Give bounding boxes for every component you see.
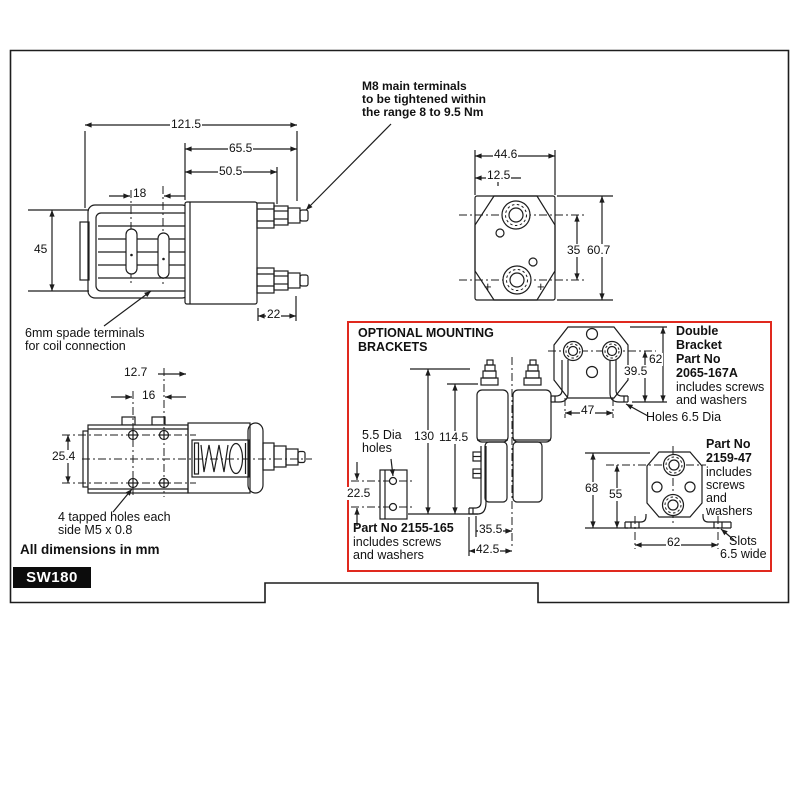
tapped-holes (127, 429, 170, 489)
spade-leader-arrow (103, 290, 152, 327)
bracket3-includes-line2: screws (706, 478, 745, 492)
m8-leader-arrow (305, 123, 392, 211)
dim-hole-gap: 16 (141, 388, 157, 402)
dim-assembly-outer-width: 42.5 (475, 542, 501, 556)
bracket-assembly-drawing (408, 357, 552, 556)
bracket3-slots-note-line1: Slots (729, 534, 757, 548)
double-holes-note: Holes 6.5 Dia (646, 410, 722, 424)
dim-double-width: 62 (648, 352, 664, 366)
bracket-2155-drawing (351, 458, 414, 526)
double-bracket-name-line2: Bracket (676, 338, 722, 352)
double-bracket-part-line2: 2065-167A (676, 366, 738, 380)
bracket1-includes-line2: and washers (353, 548, 424, 562)
dim-bracket3-overall-height: 68 (584, 481, 600, 495)
bracket1-hole-note-line2: holes (362, 441, 392, 455)
bracket3-part-line1: Part No (706, 437, 751, 451)
dim-assembly-overall-height: 130 (413, 429, 436, 443)
dim-stud-projection: 22 (266, 307, 282, 321)
bracket3-includes-line1: includes (706, 465, 752, 479)
spade-note-line1: 6mm spade terminals (25, 326, 145, 340)
dim-terminal-centers: 35 (566, 243, 582, 257)
page-frame-border (9, 49, 790, 604)
dim-body-length: 65.5 (228, 141, 254, 155)
dim-overall-length: 121.5 (170, 117, 203, 131)
double-bracket-name-line1: Double (676, 324, 719, 338)
double-bracket-drawing (548, 326, 667, 418)
side-view-drawing (28, 122, 392, 327)
dim-hole-offset: 12.7 (123, 365, 149, 379)
tapped-note-line2: side M5 x 0.8 (58, 523, 133, 537)
panel-title-line1: OPTIONAL MOUNTING (358, 326, 494, 340)
model-badge: SW180 (13, 567, 91, 588)
double-bracket-includes-line1: includes screws (676, 380, 765, 394)
panel-title-line2: BRACKETS (358, 340, 428, 354)
dim-assembly-body-height: 114.5 (438, 430, 470, 444)
bracket3-slots-note-line2: 6.5 wide (720, 547, 767, 561)
dim-coil-height: 45 (33, 242, 49, 256)
double-bracket-part-line1: Part No (676, 352, 721, 366)
dim-front-height: 60.7 (586, 243, 612, 257)
bracket3-includes-line4: washers (706, 504, 753, 518)
bracket3-includes-line3: and (706, 491, 727, 505)
m8-note-line2: to be tightened within (362, 92, 486, 106)
dim-double-drop: 39.5 (623, 364, 649, 378)
bracket1-hole-note-line1: 5.5 Dia (362, 428, 402, 442)
dim-front-offset: 12.5 (486, 168, 512, 182)
dim-stud-length: 50.5 (218, 164, 244, 178)
optional-brackets-panel (347, 321, 772, 572)
bottom-view-drawing (62, 368, 312, 513)
dim-bracket3-centers-height: 55 (608, 487, 624, 501)
spring-detail (191, 439, 250, 478)
dim-bracket1-pitch: 22.5 (346, 486, 372, 500)
bracket1-part-no: Part No 2155-165 (353, 521, 454, 535)
polarity-plus-left: + (484, 279, 492, 294)
m8-note-line1: M8 main terminals (362, 79, 467, 93)
holes-leader-arrow (625, 403, 649, 417)
dim-front-width: 44.6 (493, 147, 519, 161)
slots-leader-arrow (720, 528, 735, 541)
polarity-plus-right: + (537, 279, 545, 294)
dim-hole-rows: 25.4 (51, 449, 77, 463)
units-note: All dimensions in mm (20, 542, 160, 557)
bracket1-includes-line1: includes screws (353, 535, 442, 549)
double-bracket-includes-line2: and washers (676, 393, 747, 407)
spade-note-line2: for coil connection (25, 339, 126, 353)
dim-spade-gap: 18 (132, 186, 148, 200)
bracket3-part-line2: 2159-47 (706, 451, 752, 465)
tapped-leader-arrow (112, 488, 133, 513)
tapped-note-line1: 4 tapped holes each (58, 510, 171, 524)
dim-bracket3-pitch: 62 (666, 535, 682, 549)
front-view-drawing (459, 150, 613, 301)
dim-double-pitch: 47 (580, 403, 596, 417)
dim-assembly-inner-width: 35.5 (478, 522, 504, 536)
m8-note-line3: the range 8 to 9.5 Nm (362, 105, 484, 119)
